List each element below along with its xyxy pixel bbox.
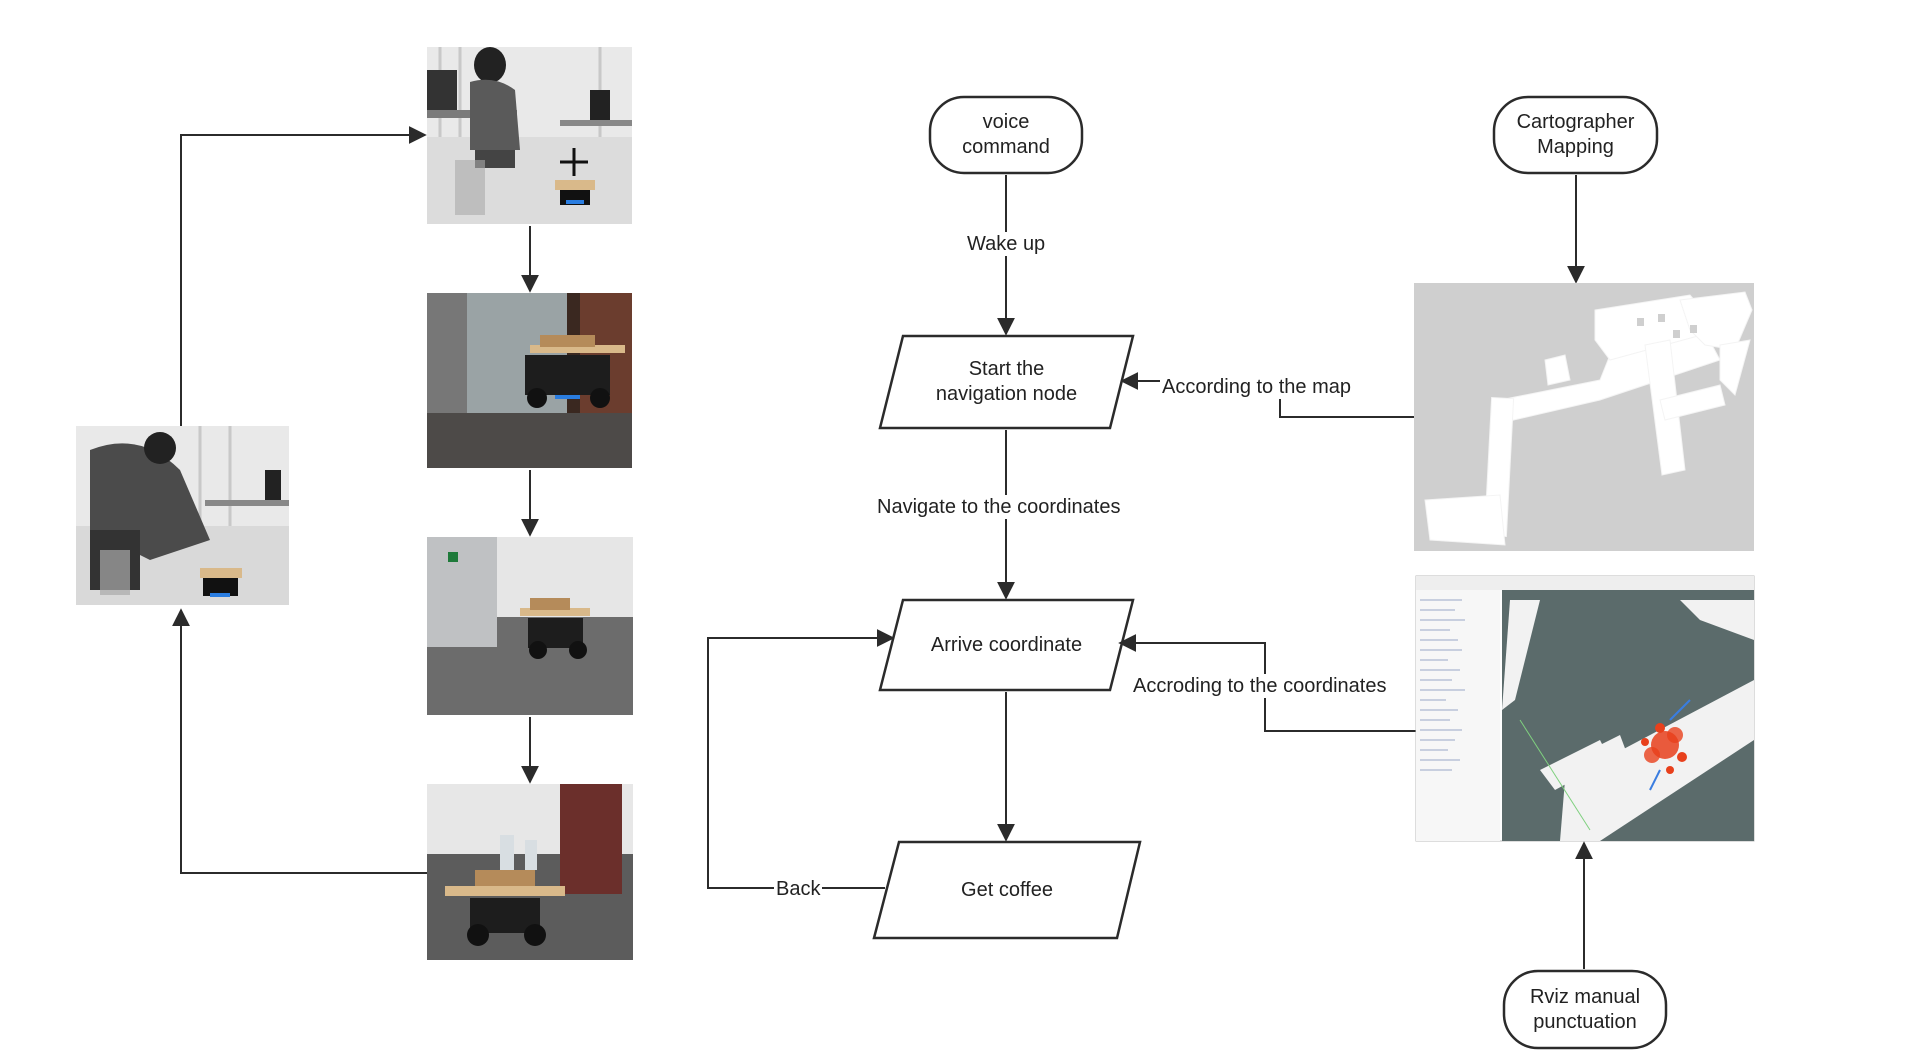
photo-robot-with-coffee — [427, 784, 633, 960]
photo-person-taking-coffee — [76, 426, 289, 605]
rviz-manual-label: Rviz manual punctuation — [1529, 985, 1641, 1033]
rviz-screenshot-image — [1415, 575, 1755, 842]
photo-person-at-desk — [427, 47, 632, 224]
arrive-coordinate-label: Arrive coordinate — [930, 633, 1083, 656]
navigate-label: Navigate to the coordinates — [875, 495, 1123, 519]
flow-shapes — [872, 95, 1668, 1050]
get-coffee-node — [872, 840, 1142, 940]
start-navigation-node — [878, 334, 1135, 430]
get-coffee-label: Get coffee — [961, 878, 1053, 901]
photo-robot-in-corridor — [427, 537, 633, 715]
back-label: Back — [774, 877, 823, 901]
voice-command-label: voice command — [962, 111, 1050, 158]
arrive-coordinate-node — [878, 598, 1135, 692]
voice-command-node — [928, 95, 1084, 175]
cartographer-node — [1492, 95, 1659, 175]
cartographer-mapping-label: Cartographer Mapping — [1516, 111, 1635, 158]
wake-up-label: Wake up — [965, 232, 1048, 256]
photo-robot-at-door — [427, 293, 632, 468]
according-map-label: According to the map — [1160, 375, 1353, 399]
cartographer-map-image — [1414, 283, 1754, 551]
start-navigation-label: Start the navigation node — [935, 358, 1078, 405]
according-coordinates-label: Accroding to the coordinates — [1131, 674, 1389, 698]
left-loop-connectors — [172, 126, 539, 874]
rviz-manual-node — [1502, 969, 1668, 1050]
